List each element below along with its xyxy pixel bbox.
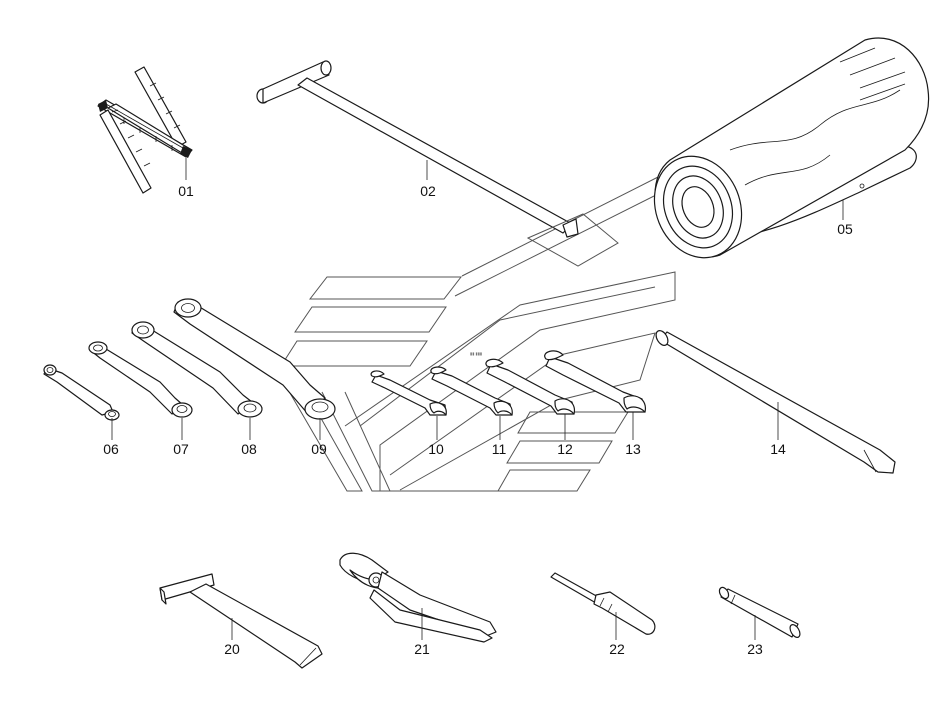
open-spanner-11: [430, 366, 513, 416]
part-label-08: 08: [241, 441, 257, 457]
open-spanner-13: [544, 350, 647, 413]
part-label-13: 13: [625, 441, 641, 457]
part-label-22: 22: [609, 641, 625, 657]
hammer-20: [159, 573, 323, 669]
watermark-logo: ▮▮ ▮▮▮: [280, 174, 676, 492]
part-label-12: 12: [557, 441, 573, 457]
part-label-05: 05: [837, 221, 853, 237]
svg-text:▮▮ ▮▮▮: ▮▮ ▮▮▮: [470, 351, 482, 356]
part-label-02: 02: [420, 183, 436, 199]
part-label-23: 23: [747, 641, 763, 657]
part-label-01: 01: [178, 183, 194, 199]
pliers-21: [339, 552, 497, 643]
part-label-20: 20: [224, 641, 240, 657]
ring-spanner-08: [131, 321, 263, 418]
open-spanner-10: [370, 370, 447, 416]
ring-spanner-09: [173, 298, 336, 420]
part-label-21: 21: [414, 641, 430, 657]
bar-14: [655, 330, 896, 474]
shovel-02: [256, 60, 619, 267]
pin-23: [718, 586, 801, 638]
folding-ruler-01: [97, 66, 193, 194]
part-label-06: 06: [103, 441, 119, 457]
leader-lines: [111, 158, 844, 640]
part-label-10: 10: [428, 441, 444, 457]
rolled-mat-05: [653, 37, 930, 259]
ring-spanner-06: [43, 364, 120, 421]
part-label-11: 11: [492, 441, 507, 457]
part-label-09: 09: [311, 441, 327, 457]
open-spanner-12: [485, 358, 576, 415]
part-label-14: 14: [770, 441, 786, 457]
part-label-07: 07: [173, 441, 189, 457]
screwdriver-22: [550, 572, 656, 635]
ring-spanner-07: [88, 341, 193, 418]
